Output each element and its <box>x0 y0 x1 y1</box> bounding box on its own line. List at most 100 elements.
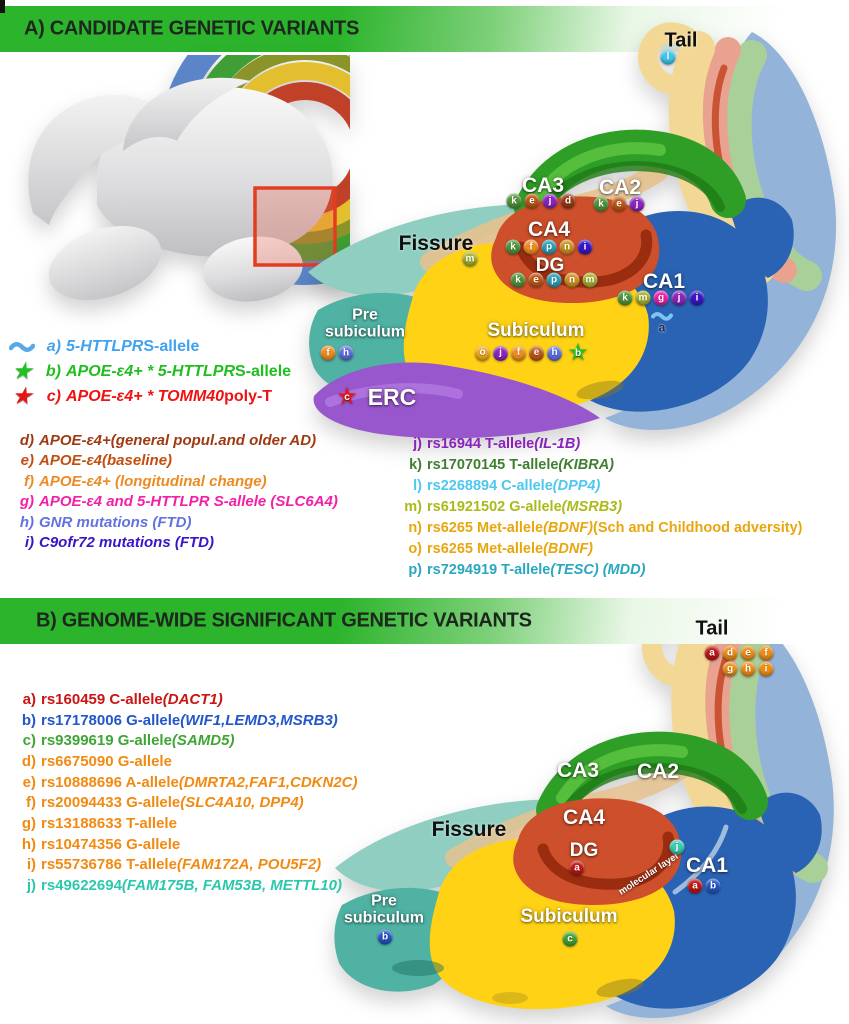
badge-f: f <box>511 345 526 361</box>
legend-item-c: ★c)APOE-ε4+ * TOMM40 poly-T <box>8 384 291 409</box>
legend-item-h: h)GNR mutations (FTD) <box>19 513 192 531</box>
badge-e: e <box>740 645 756 661</box>
badge-f: f <box>320 345 336 361</box>
region-label-fissure-a: Fissure <box>398 232 474 256</box>
badge-j: j <box>629 196 645 212</box>
bulb-blob <box>48 226 162 300</box>
fissure-badges-a: m <box>462 251 478 267</box>
badge-d: d <box>560 193 576 209</box>
legend-item-j: j)rs49622694 (FAM175B, FAM53B, METTL10) <box>26 877 342 895</box>
badge-f: f <box>523 239 539 255</box>
badge-h: h <box>338 345 354 361</box>
region-label-ca1-b: CA1 <box>685 854 729 878</box>
region-label-erc-a: ERC <box>367 384 417 411</box>
ca1-wave-badge-a: a <box>651 311 673 334</box>
badge-j: j <box>671 290 687 306</box>
badge-n: n <box>559 239 575 255</box>
presubiculum-badges-b: b <box>377 929 393 945</box>
region-label-ca2-a: CA2 <box>598 176 642 200</box>
badge-k: k <box>510 272 526 288</box>
brain-inset-illustration <box>5 55 350 320</box>
legend-item-k: k)rs17070145 T-allele (KIBRA) <box>409 456 614 473</box>
legend-item-l: l)rs2268894 C-allele (DPP4) <box>413 477 601 494</box>
panel-b-header-bar: B) GENOME-WIDE SIGNIFICANT GENETIC VARIA… <box>0 598 849 644</box>
region-label-tail-a: Tail <box>664 29 698 52</box>
star-green-icon: ★ <box>12 359 32 383</box>
badge-l: l <box>660 49 676 65</box>
horn-blob-2 <box>123 77 251 151</box>
legend-item-a: a)5-HTTLPR S-allele <box>8 334 291 359</box>
badge-k: k <box>593 196 609 212</box>
badge-f: f <box>758 645 774 661</box>
badge-j: j <box>669 839 685 855</box>
legend-item-b: ★b)APOE-ε4+ * 5-HTTLPR S-allele <box>8 359 291 384</box>
legend-item-i: i)C9ofr72 mutations (FTD) <box>24 534 215 552</box>
legend-item-c: c)rs9399619 G-allele (SAMD5) <box>22 732 235 750</box>
region-label-dg-b: DG <box>569 840 599 862</box>
legend-a-right: j)rs16944 T-allele (IL-1B) k)rs17070145 T… <box>398 433 802 580</box>
legend-item-j: j)rs16944 T-allele (IL-1B) <box>413 435 581 452</box>
panel-b-title: B) GENOME-WIDE SIGNIFICANT GENETIC VARIA… <box>36 609 532 632</box>
legend-item-n: n)rs6265 Met-allele (BDNF) (Sch and Chil… <box>408 519 803 536</box>
badge-a: a <box>704 645 720 661</box>
legend-item-f: f)APOE-ε4+ (longitudinal change) <box>24 472 267 490</box>
tail-badges-a: l <box>660 49 676 65</box>
region-label-subiculum-b: Subiculum <box>520 906 618 928</box>
star-red-icon: ★ <box>12 384 32 408</box>
wave-badge-a: a <box>651 311 673 334</box>
legend-a-top: a)5-HTTLPR S-allele★b)APOE-ε4+ * 5-HTTLP… <box>8 334 291 409</box>
badge-e: e <box>611 196 627 212</box>
region-label-ca3-b: CA3 <box>556 759 600 783</box>
badge-g: g <box>722 661 738 677</box>
badge-b: b <box>377 929 393 945</box>
legend-item-d: d)APOE-ε4+(general popul.and older AD) <box>19 431 317 449</box>
hippocampus-a-illustration <box>300 0 849 445</box>
region-label-subiculum-a: Subiculum <box>487 320 585 342</box>
wave-icon <box>8 340 36 354</box>
region-label-ca1-a: CA1 <box>642 270 686 294</box>
legend-item-h: h)rs10474356 G-allele <box>21 835 181 853</box>
badge-j: j <box>542 193 558 209</box>
subiculum-badges-b: c <box>562 931 578 947</box>
region-label-ca4-b: CA4 <box>562 806 606 830</box>
badge-i: i <box>689 290 705 306</box>
region-label-ca3-a: CA3 <box>521 174 565 198</box>
legend-item-a: a)rs160459 C-allele (DACT1) <box>22 690 223 708</box>
hippocampus-b-illustration <box>330 600 849 1024</box>
legend-item-f: f)rs20094433 G-allele (SLC4A10, DPP4) <box>26 794 304 812</box>
legend-item-g: g)APOE-ε4 and 5-HTTLPR S-allele (SLC6A4) <box>19 493 338 511</box>
badge-a: a <box>687 878 703 894</box>
badge-k: k <box>506 193 522 209</box>
region-label-ca4-a: CA4 <box>527 218 571 242</box>
badge-g: g <box>653 290 669 306</box>
erc-badges-a: ★c <box>334 385 360 409</box>
badge-e: e <box>524 193 540 209</box>
horn-blob-1 <box>28 94 159 225</box>
legend-item-e: e)rs10888696 A-allele (DMRTA2,FAF1,CDKN2… <box>22 773 358 791</box>
dg-badges-b: a <box>569 860 585 876</box>
badge-h: h <box>547 345 562 361</box>
legend-b: a)rs160459 C-allele (DACT1)b)rs17178006 … <box>12 689 358 896</box>
badge-i: i <box>758 661 774 677</box>
badge-i: i <box>577 239 593 255</box>
panel-a-title: A) CANDIDATE GENETIC VARIANTS <box>24 17 360 40</box>
highlight-square <box>253 186 337 267</box>
badge-e: e <box>529 345 544 361</box>
star-badge-b: ★b <box>567 339 589 366</box>
molecular-badges-b: j <box>669 839 685 855</box>
badge-b: b <box>705 878 721 894</box>
badge-n: n <box>564 272 580 288</box>
badge-a: a <box>569 860 585 876</box>
legend-item-i: i)rs55736786 T-allele (FAM172A, POU5F2) <box>26 856 322 874</box>
region-label-presubiculum-a: Pre subiculum <box>324 306 406 340</box>
legend-item-p: p)rs7294919 T-allele (TESC) (MDD) <box>408 561 646 578</box>
region-label-presubiculum-b: Pre subiculum <box>343 892 425 926</box>
